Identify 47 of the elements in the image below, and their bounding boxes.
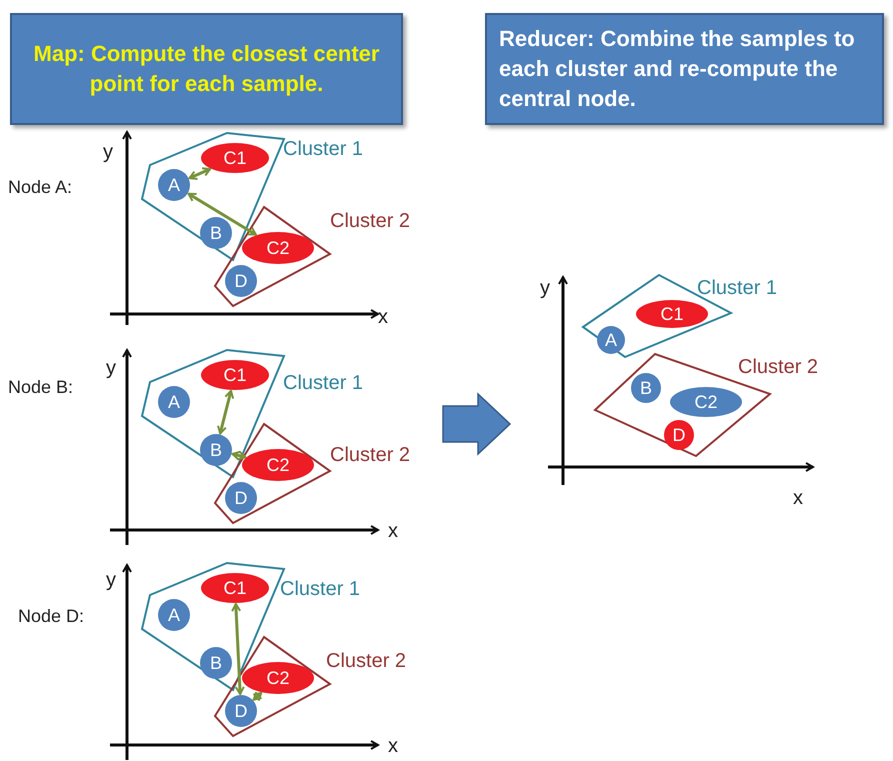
- node-label: Node A:: [8, 178, 72, 196]
- axis-label: x: [378, 307, 388, 327]
- axis-label: y: [106, 570, 116, 590]
- axis-label: x: [388, 736, 398, 756]
- title-box: Map: Compute the closest center point for each sample.: [10, 13, 403, 125]
- distance-arrow: [188, 167, 212, 180]
- cluster-label: Cluster 2: [330, 444, 410, 467]
- cluster-label: Cluster 2: [330, 210, 410, 233]
- sample-circle: D: [664, 420, 694, 450]
- cluster-label: Cluster 1: [283, 138, 364, 161]
- sample-circle: A: [158, 599, 190, 631]
- axis-label: y: [106, 358, 116, 378]
- sample-circle: A: [597, 326, 625, 354]
- sample-circle: D: [225, 695, 257, 727]
- cluster-label: Cluster 2: [326, 650, 406, 673]
- title-box: Reducer: Combine the samples to each cluster and re-compute the central node.: [485, 13, 884, 125]
- centroid-ellipse: C1: [201, 360, 269, 390]
- sample-circle: D: [225, 482, 257, 514]
- centroid-ellipse: C1: [201, 573, 269, 603]
- centroid-ellipse: C2: [670, 387, 742, 417]
- sample-circle: D: [225, 265, 257, 297]
- sample-circle: A: [158, 169, 190, 201]
- distance-arrow: [232, 450, 246, 461]
- cluster-label: Cluster 1: [283, 372, 364, 395]
- centroid-ellipse: C2: [242, 662, 314, 694]
- distance-arrow: [188, 192, 257, 236]
- cluster-label: Cluster 2: [738, 356, 818, 379]
- distance-arrow: [252, 691, 263, 702]
- node-label: Node D:: [18, 607, 84, 625]
- sample-circle: B: [200, 647, 232, 679]
- sample-circle: B: [200, 434, 232, 466]
- sample-circle: A: [158, 386, 190, 418]
- centroid-ellipse: C2: [242, 232, 314, 264]
- sample-circle: B: [200, 217, 232, 249]
- node-label: Node B:: [8, 378, 74, 396]
- distance-arrow: [217, 390, 234, 435]
- centroid-ellipse: C1: [201, 143, 269, 173]
- cluster-label: Cluster 1: [697, 277, 778, 300]
- centroid-ellipse: C1: [636, 300, 708, 328]
- sample-circle: B: [631, 373, 661, 403]
- axis-label: x: [388, 521, 398, 541]
- centroid-ellipse: C2: [242, 449, 314, 481]
- distance-arrow: [231, 603, 245, 696]
- axis-label: y: [103, 142, 113, 162]
- axis-label: y: [540, 278, 550, 298]
- axis-label: x: [793, 488, 803, 508]
- cluster-label: Cluster 1: [280, 578, 360, 601]
